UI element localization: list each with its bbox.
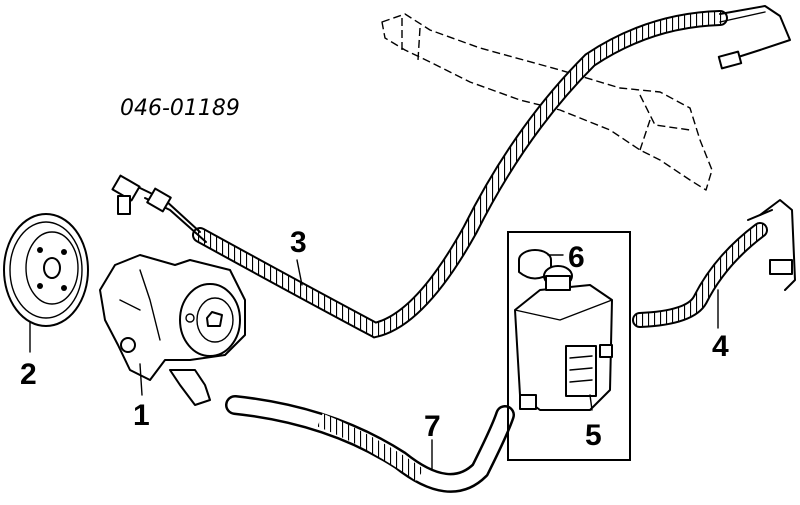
callout-4: 4 [712,330,729,363]
callout-2: 2 [20,358,37,391]
pulley [3,213,89,327]
return-hose [632,199,796,328]
callout-3: 3 [290,226,307,259]
callout-5: 5 [585,419,602,452]
leader-lines [29,254,719,471]
reservoir-tank [514,265,613,411]
reservoir-frame [507,231,631,461]
reference-code: 046-01189 [120,96,240,121]
power-steering-pump [99,254,246,406]
callout-1: 1 [133,399,150,432]
callout-7: 7 [424,410,441,443]
reservoir-cap [518,249,552,280]
pressure-hose [111,5,791,339]
callout-6: 6 [568,241,585,274]
suction-hose [225,395,515,493]
steering-rack-outline [381,13,713,191]
